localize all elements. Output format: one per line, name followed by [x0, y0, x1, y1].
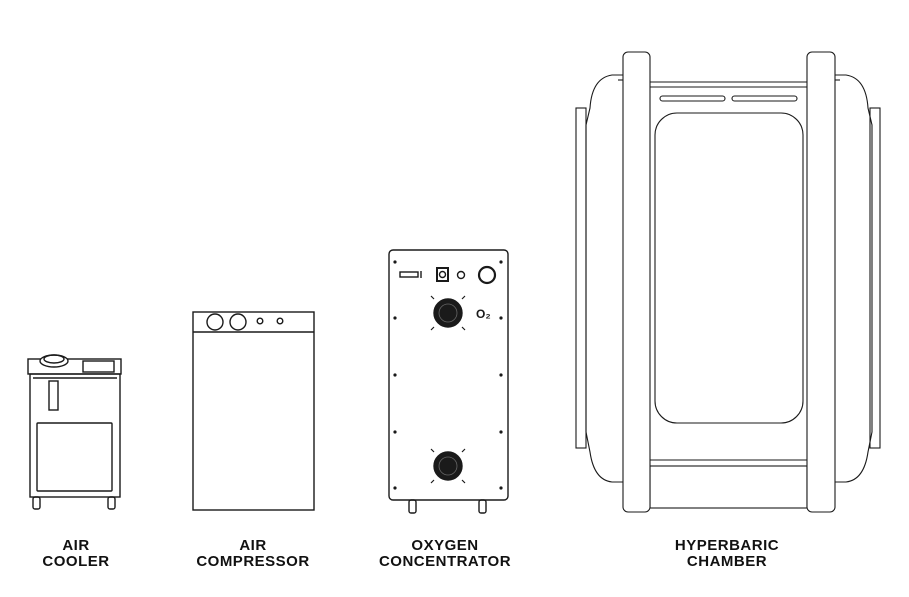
label-line: CONCENTRATOR [378, 553, 512, 570]
label-line: AIR [62, 537, 90, 554]
hyperbaric-chamber-drawing [575, 51, 881, 513]
label-oxygen-concentrator: OXYGEN CONCENTRATOR [335, 538, 555, 570]
label-hyperbaric-chamber: HYPERBARIC CHAMBER [617, 538, 837, 570]
label-line: CHAMBER [686, 553, 768, 570]
fan-icon [430, 295, 466, 331]
wheel-icon [32, 496, 41, 510]
outlet-icon [477, 265, 497, 285]
oxygen-concentrator-drawing: O₂ [388, 249, 509, 514]
indicator-icon [456, 270, 466, 280]
o2-mark: O₂ [476, 307, 491, 321]
air-compressor-drawing [192, 311, 315, 511]
wheel-icon [107, 496, 116, 510]
label-air-compressor: AIR COMPRESSOR [143, 538, 363, 570]
label-air-cooler: AIR COOLER [0, 538, 186, 570]
label-line: AIR [239, 537, 267, 554]
wheel-icon [408, 499, 417, 514]
power-socket-icon [436, 267, 449, 282]
connector-icon [399, 271, 419, 278]
air-cooler-drawing [27, 354, 122, 510]
label-line: COOLER [42, 553, 110, 570]
label-line: HYPERBARIC [674, 537, 780, 554]
display-panel [82, 360, 115, 373]
wheel-icon [478, 499, 487, 514]
label-line: OXYGEN [411, 537, 479, 554]
chamber-window [654, 112, 804, 424]
top-vent-icon [39, 354, 69, 368]
fan-icon [430, 448, 466, 484]
label-line: COMPRESSOR [196, 553, 310, 570]
